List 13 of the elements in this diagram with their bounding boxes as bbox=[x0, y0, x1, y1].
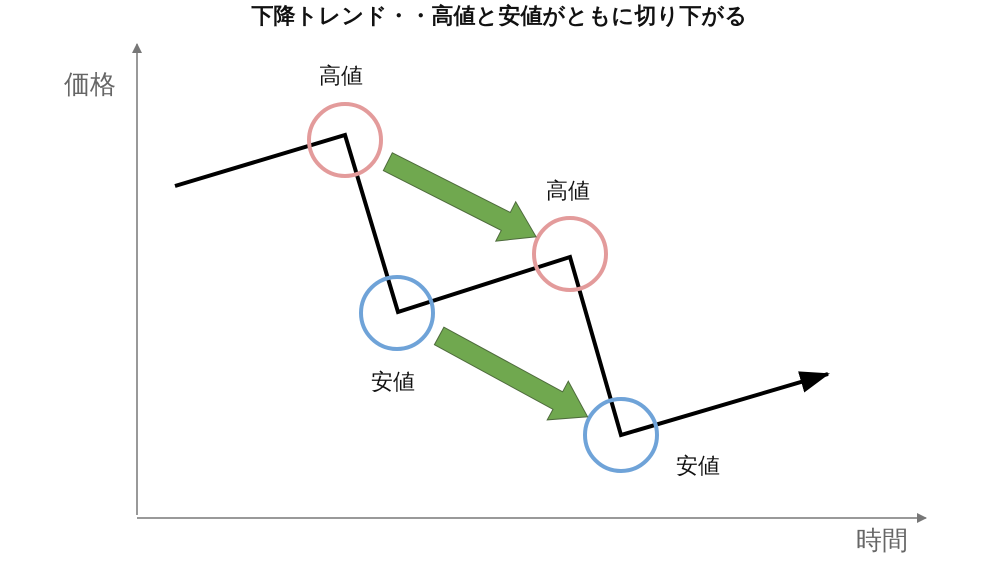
axis-label: 価格 bbox=[64, 72, 116, 98]
circle-marker bbox=[307, 102, 383, 178]
title: 下降トレンド・・高値と安値がともに切り下がる bbox=[252, 6, 748, 28]
point-label: 高値 bbox=[546, 181, 590, 203]
circle-marker bbox=[583, 397, 659, 473]
point-label: 安値 bbox=[371, 372, 415, 394]
point-label: 高値 bbox=[319, 66, 363, 88]
axis-label: 時間 bbox=[856, 528, 908, 554]
circle-marker bbox=[359, 275, 435, 351]
circle-marker bbox=[532, 216, 608, 292]
arrow bbox=[382, 152, 537, 242]
arrow bbox=[434, 326, 588, 420]
point-label: 安値 bbox=[676, 456, 720, 478]
